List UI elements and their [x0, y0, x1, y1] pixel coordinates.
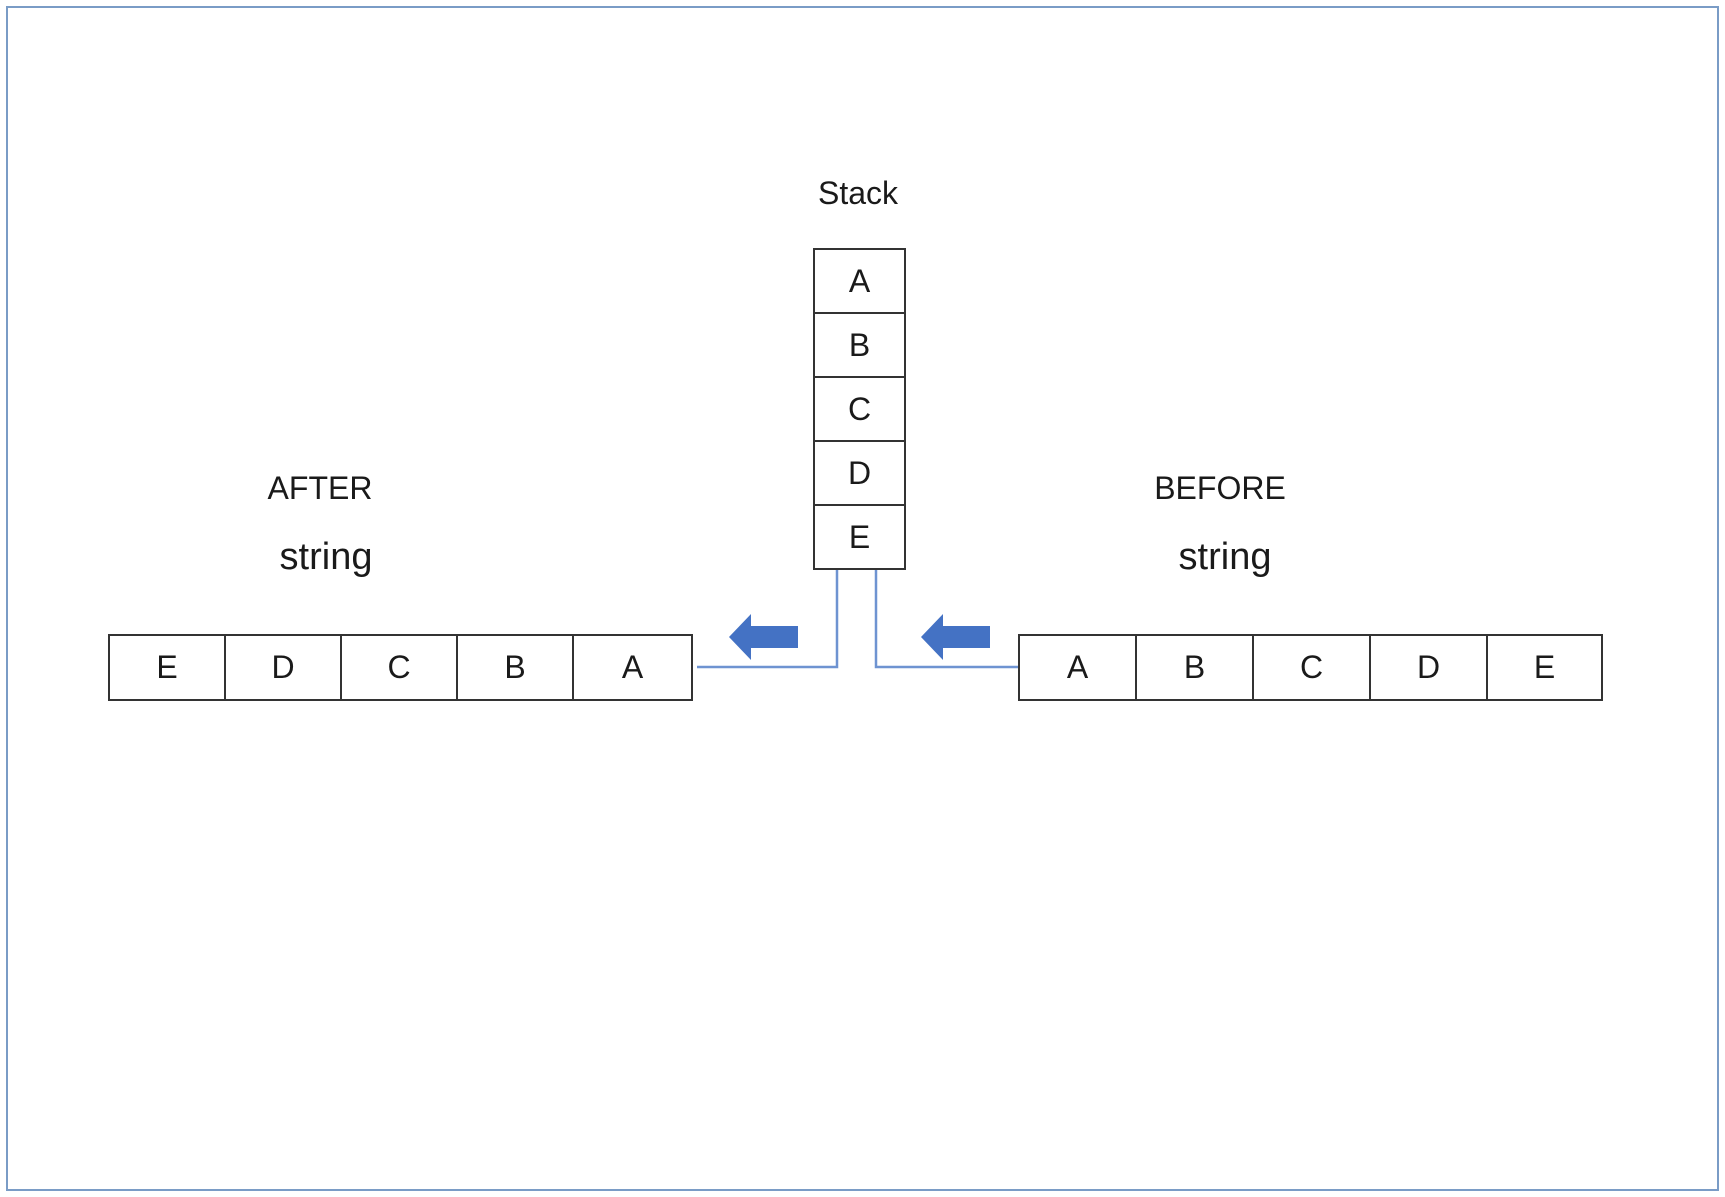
before-string-cell: A — [1018, 634, 1137, 701]
before-string-cell: D — [1369, 634, 1488, 701]
stack-cell: C — [813, 376, 906, 442]
before-subtitle: string — [1178, 536, 1272, 578]
stack-cell: B — [813, 312, 906, 378]
before-string-cell: E — [1486, 634, 1603, 701]
after-string-cell: B — [456, 634, 574, 701]
after-subtitle: string — [279, 536, 373, 578]
stack-cell: E — [813, 504, 906, 570]
stack-cell: A — [813, 248, 906, 314]
before-string-cell: B — [1135, 634, 1254, 701]
diagram-frame — [6, 6, 1719, 1191]
stack-cell: D — [813, 440, 906, 506]
stack-title: Stack — [817, 175, 899, 211]
after-string-cell: C — [340, 634, 458, 701]
before-title: BEFORE — [1154, 470, 1286, 506]
after-string-cell: A — [572, 634, 693, 701]
after-string-cell: D — [224, 634, 342, 701]
after-string-cell: E — [108, 634, 226, 701]
after-title: AFTER — [267, 470, 373, 506]
before-string-cell: C — [1252, 634, 1371, 701]
